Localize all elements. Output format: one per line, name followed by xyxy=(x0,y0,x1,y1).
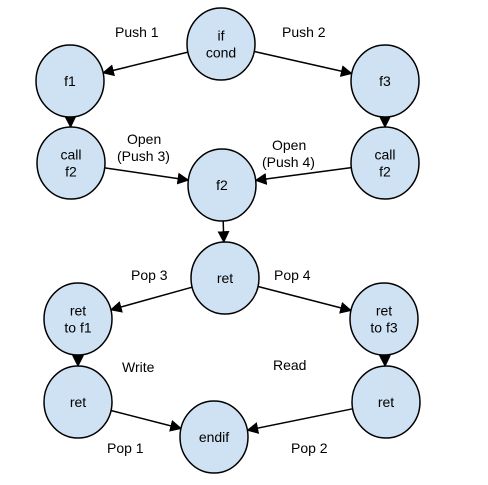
node-shape xyxy=(349,282,419,356)
node-f1: f1 xyxy=(35,44,105,118)
node-label: endif xyxy=(199,429,229,445)
edge-label-ret-right-to-endif: Pop 2 xyxy=(291,440,328,456)
node-ret-mid: ret xyxy=(190,241,260,315)
edge-label-ret-mid-to-ret-to-f3: Pop 4 xyxy=(274,267,311,283)
node-label: ret xyxy=(70,394,86,410)
node-shape xyxy=(43,282,113,356)
node-shape xyxy=(187,148,257,222)
node-label: ret xyxy=(217,270,233,286)
node-f3: f3 xyxy=(350,44,420,118)
node-shape xyxy=(186,7,256,81)
annotation-write: Write xyxy=(122,359,155,375)
node-label: cond xyxy=(206,45,236,61)
node-shape xyxy=(190,241,260,315)
edge-if-cond-to-f3 xyxy=(254,50,353,77)
edge-label-ret-left-to-endif: Pop 1 xyxy=(107,440,144,456)
edge-ret-left-to-endif xyxy=(110,409,183,432)
node-label: call xyxy=(374,147,395,163)
node-label: to f3 xyxy=(370,320,397,336)
edge-ret-mid-to-ret-to-f3 xyxy=(257,285,353,314)
node-shape xyxy=(351,365,421,439)
annotations-layer: Write Read xyxy=(122,357,306,375)
node-label: f2 xyxy=(65,164,77,180)
node-shape xyxy=(43,365,113,439)
edge-ret-mid-to-ret-to-f1 xyxy=(109,286,193,313)
edge-label-call-f2-left-to-f2: Open(Push 3) xyxy=(117,131,170,164)
edge-ret-right-to-endif xyxy=(246,408,353,434)
node-label: f2 xyxy=(216,177,228,193)
node-label: call xyxy=(60,147,81,163)
node-label: ret xyxy=(70,303,86,319)
node-label: f1 xyxy=(64,73,76,89)
edge-label-call-f2-right-to-f2: Open(Push 4) xyxy=(262,137,315,170)
node-label: f3 xyxy=(379,73,391,89)
node-shape xyxy=(35,44,105,118)
edge-label-ret-mid-to-ret-to-f1: Pop 3 xyxy=(131,267,168,283)
node-shape xyxy=(350,126,420,200)
node-label: f2 xyxy=(379,164,391,180)
edge-call-f2-right-to-f2 xyxy=(254,166,352,185)
node-ret-right: ret xyxy=(351,365,421,439)
node-shape xyxy=(179,400,249,474)
edges-layer xyxy=(64,50,391,434)
node-ret-left: ret xyxy=(43,365,113,439)
node-shape xyxy=(36,126,106,200)
node-label: if xyxy=(218,28,225,44)
edge-label-if-cond-to-f3: Push 2 xyxy=(282,24,326,40)
node-shape xyxy=(350,44,420,118)
annotation-read: Read xyxy=(273,357,306,373)
node-f2: f2 xyxy=(187,148,257,222)
edge-if-cond-to-f1 xyxy=(101,51,189,77)
edge-call-f2-left-to-f2 xyxy=(104,167,190,185)
node-label: ret xyxy=(376,303,392,319)
node-label: ret xyxy=(378,394,394,410)
edge-labels-layer: Push 1 Push 2 Open(Push 3) Open(Push 4) Pop … xyxy=(107,24,328,456)
node-label: to f1 xyxy=(64,320,91,336)
node-endif: endif xyxy=(179,400,249,474)
edge-f2-to-ret-mid xyxy=(217,220,230,244)
edge-label-if-cond-to-f1: Push 1 xyxy=(115,24,159,40)
